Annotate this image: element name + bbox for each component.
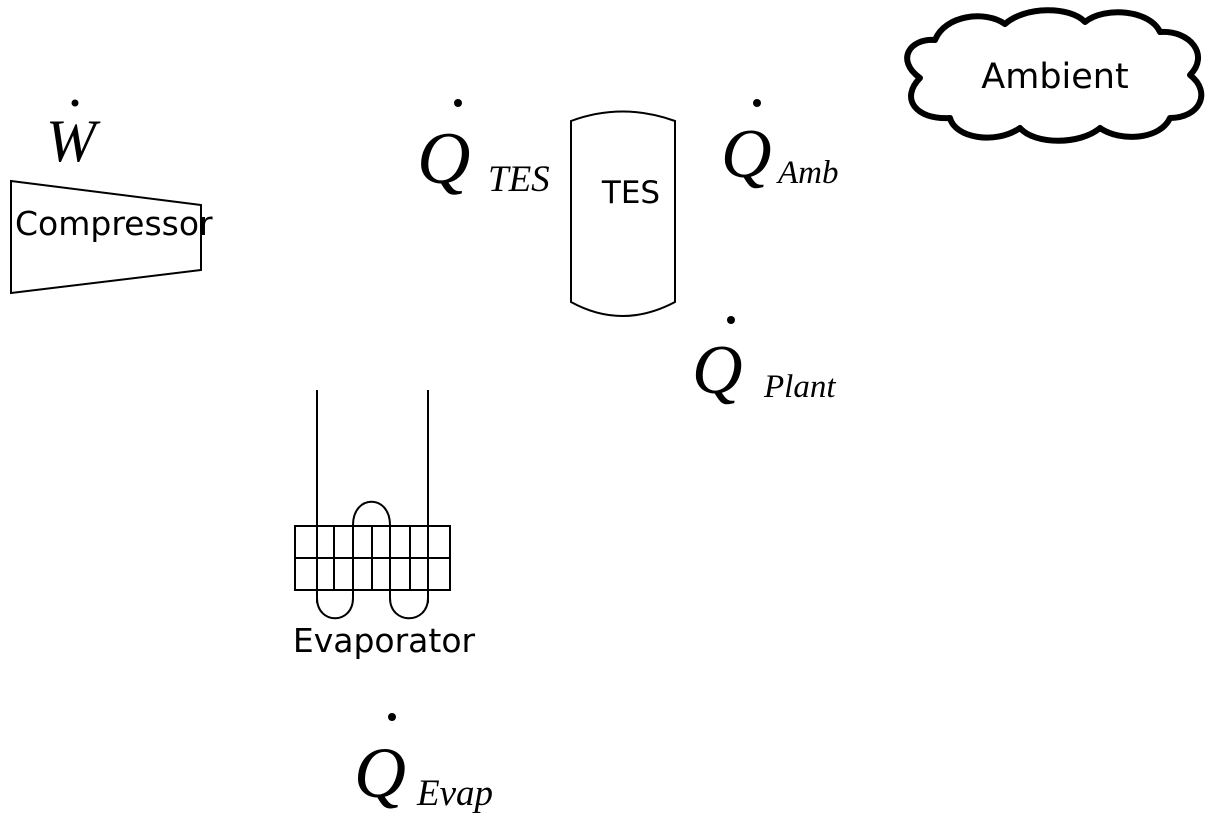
- evaporator: Evaporator: [293, 390, 476, 660]
- work-symbol: W: [46, 99, 101, 174]
- compressor-body: [10, 179, 202, 295]
- q-plant-sub: Plant: [763, 369, 836, 405]
- evaporator-coil: [316, 500, 429, 620]
- q-tes-symbol: Q TES: [417, 99, 550, 200]
- ambient-cloud: Ambient: [904, 7, 1205, 144]
- work-symbol-main: W: [46, 108, 101, 174]
- tes-label: TES: [601, 175, 660, 211]
- q-plant-main: Q: [692, 332, 743, 409]
- q-amb-symbol: Q Amb: [721, 99, 839, 193]
- evaporator-label: Evaporator: [293, 621, 476, 660]
- q-tes-sub: TES: [488, 159, 550, 200]
- tes-tank: TES: [570, 110, 676, 317]
- compressor: Compressor: [10, 179, 213, 295]
- q-plant-symbol: Q Plant: [692, 316, 836, 409]
- q-tes-dot: [454, 99, 462, 107]
- tes-tank-outline: [570, 110, 676, 317]
- work-symbol-dot: [71, 99, 79, 107]
- q-evap-sub: Evap: [416, 773, 493, 814]
- q-plant-dot: [727, 316, 735, 324]
- ambient-cloud-outline: [904, 7, 1205, 144]
- q-evap-dot: [388, 713, 396, 721]
- q-tes-main: Q: [417, 118, 470, 200]
- q-amb-sub: Amb: [776, 155, 839, 191]
- evaporator-grid: [294, 525, 451, 591]
- compressor-label: Compressor: [15, 204, 213, 243]
- q-evap-symbol: Q Evap: [354, 713, 493, 814]
- q-amb-dot: [753, 99, 761, 107]
- ambient-label: Ambient: [981, 57, 1128, 97]
- q-amb-main: Q: [721, 116, 772, 193]
- q-evap-main: Q: [354, 733, 406, 813]
